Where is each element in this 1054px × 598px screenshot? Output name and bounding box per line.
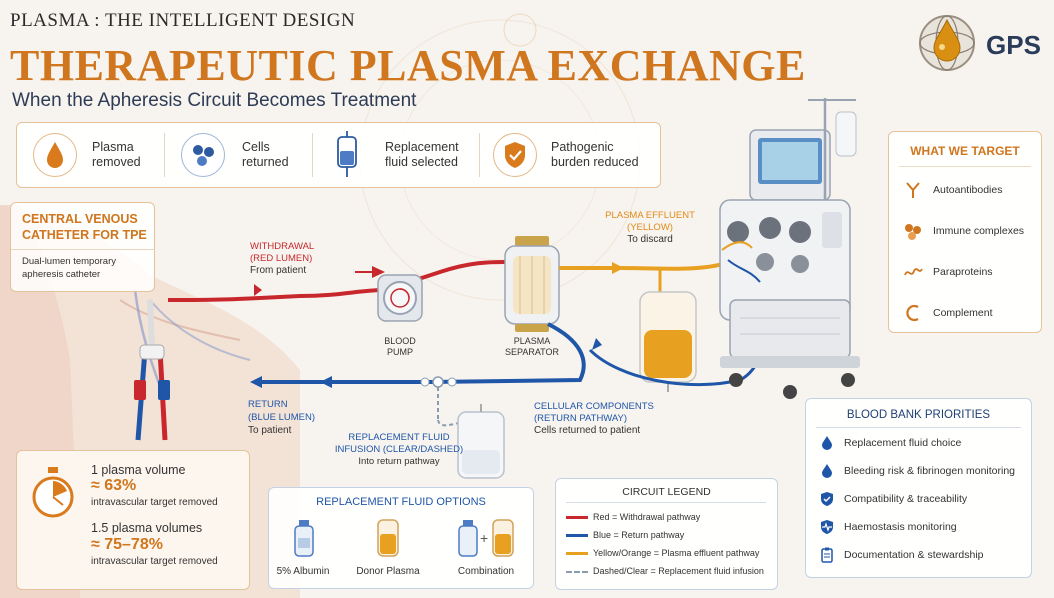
option-donor-plasma: Donor Plasma bbox=[356, 566, 420, 577]
target-complement: Complement bbox=[903, 304, 993, 322]
logo: GPS bbox=[914, 10, 1044, 78]
priorities-card: BLOOD BANK PRIORITIES Replacement fluid … bbox=[805, 398, 1032, 578]
cells-icon bbox=[181, 133, 225, 177]
targets-title: WHAT WE TARGET bbox=[910, 144, 1020, 158]
effluent-label: PLASMA EFFLUENT (YELLOW) To discard bbox=[605, 210, 695, 245]
target-paraproteins: Paraproteins bbox=[903, 263, 993, 281]
shield-check-icon bbox=[821, 492, 833, 506]
logo-text: GPS bbox=[986, 30, 1041, 60]
bag-icon bbox=[330, 131, 364, 179]
withdrawal-arrow bbox=[372, 266, 385, 278]
target-immune-complexes: Immune complexes bbox=[903, 222, 1024, 240]
divider bbox=[816, 427, 1021, 428]
divider bbox=[479, 133, 480, 177]
legend-item-withdrawal: Red = Withdrawal pathway bbox=[566, 512, 700, 522]
legend-swatch-yellow bbox=[566, 552, 588, 556]
legend-swatch-blue bbox=[566, 534, 588, 538]
heartbeat-shield-icon bbox=[821, 520, 833, 534]
plasma-bag-icon bbox=[377, 519, 399, 557]
catheter-device bbox=[134, 299, 170, 441]
plus-sign: + bbox=[480, 530, 489, 546]
legend-item-replacement: Dashed/Clear = Replacement fluid infusio… bbox=[566, 566, 764, 576]
effluent-arrow bbox=[612, 262, 624, 274]
return-line bbox=[260, 322, 586, 384]
stopwatch-icon bbox=[32, 467, 74, 518]
antibody-icon bbox=[906, 182, 920, 198]
paraprotein-icon bbox=[904, 268, 923, 276]
cellular-arrow bbox=[592, 338, 602, 350]
volume-1-value: ≈ 63% bbox=[91, 477, 137, 494]
replacement-bag bbox=[457, 404, 505, 479]
immune-complex-icon bbox=[905, 224, 921, 240]
option-albumin: 5% Albumin bbox=[276, 566, 330, 577]
cellular-label: CELLULAR COMPONENTS (RETURN PATHWAY) Cel… bbox=[534, 401, 654, 436]
withdrawal-label: WITHDRAWAL (RED LUMEN) From patient bbox=[250, 241, 315, 276]
albumin-vial-icon bbox=[294, 520, 314, 557]
volume-1-label: 1 plasma volume bbox=[91, 463, 186, 477]
complement-icon bbox=[906, 304, 919, 322]
effluent-line bbox=[559, 260, 731, 271]
withdrawal-line bbox=[167, 260, 506, 302]
drop-icon bbox=[822, 436, 832, 450]
priority-documentation: Documentation & stewardship bbox=[820, 547, 984, 563]
legend-title: CIRCUIT LEGEND bbox=[622, 486, 711, 498]
legend-item-return: Blue = Return pathway bbox=[566, 530, 684, 540]
withdrawal-marker bbox=[254, 284, 262, 296]
blood-pump bbox=[377, 274, 423, 322]
volumes-card: 1 plasma volume ≈ 63% intravascular targ… bbox=[16, 450, 250, 590]
replacement-infusion-label: REPLACEMENT FLUID INFUSION (CLEAR/DASHED… bbox=[334, 432, 464, 467]
divider bbox=[164, 133, 165, 177]
legend-swatch-dashed bbox=[566, 570, 588, 573]
combination-icon bbox=[458, 519, 514, 557]
circuit-legend-card: CIRCUIT LEGEND Red = Withdrawal pathway … bbox=[555, 478, 778, 590]
clipboard-icon bbox=[821, 547, 833, 563]
return-arrow bbox=[250, 376, 262, 388]
legend-swatch-red bbox=[566, 516, 588, 520]
logo-globe-icon bbox=[919, 15, 975, 71]
legend-item-effluent: Yellow/Orange = Plasma effluent pathway bbox=[566, 548, 759, 558]
target-autoantibodies: Autoantibodies bbox=[903, 181, 1002, 199]
option-combination: Combination bbox=[457, 566, 515, 577]
volume-2-desc: intravascular target removed bbox=[91, 556, 218, 567]
header-kicker: PLASMA : THE INTELLIGENT DESIGN bbox=[10, 10, 356, 31]
divider bbox=[11, 249, 154, 250]
volume-1-desc: intravascular target removed bbox=[91, 497, 218, 508]
priority-haemostasis: Haemostasis monitoring bbox=[820, 519, 957, 535]
drop-icon bbox=[822, 464, 832, 478]
priority-fluid-choice: Replacement fluid choice bbox=[820, 435, 961, 451]
apheresis-machine bbox=[719, 98, 860, 399]
replacement-options-title: REPLACEMENT FLUID OPTIONS bbox=[316, 496, 486, 508]
replacement-options-card: REPLACEMENT FLUID OPTIONS + 5% Albumin D… bbox=[268, 487, 534, 589]
priority-bleeding-risk: Bleeding risk & fibrinogen monitoring bbox=[820, 463, 1015, 479]
plasma-separator bbox=[504, 236, 560, 332]
shield-check-icon bbox=[493, 133, 537, 177]
page-subtitle: When the Apheresis Circuit Becomes Treat… bbox=[12, 90, 417, 111]
priorities-title: BLOOD BANK PRIORITIES bbox=[846, 409, 991, 421]
effluent-bag bbox=[639, 291, 697, 392]
divider bbox=[899, 166, 1031, 167]
divider bbox=[312, 133, 313, 177]
divider bbox=[566, 502, 766, 503]
drop-icon bbox=[33, 133, 77, 177]
return-label: RETURN (BLUE LUMEN) To patient bbox=[248, 399, 316, 436]
volume-2-value: ≈ 75–78% bbox=[91, 536, 163, 553]
targets-card: WHAT WE TARGET Autoantibodies Immune com… bbox=[888, 131, 1042, 333]
return-arrow-2 bbox=[320, 376, 332, 388]
page-title: THERAPEUTIC PLASMA EXCHANGE bbox=[10, 41, 806, 90]
volume-2-label: 1.5 plasma volumes bbox=[91, 521, 203, 535]
priority-compatibility: Compatibility & traceability bbox=[820, 491, 967, 507]
